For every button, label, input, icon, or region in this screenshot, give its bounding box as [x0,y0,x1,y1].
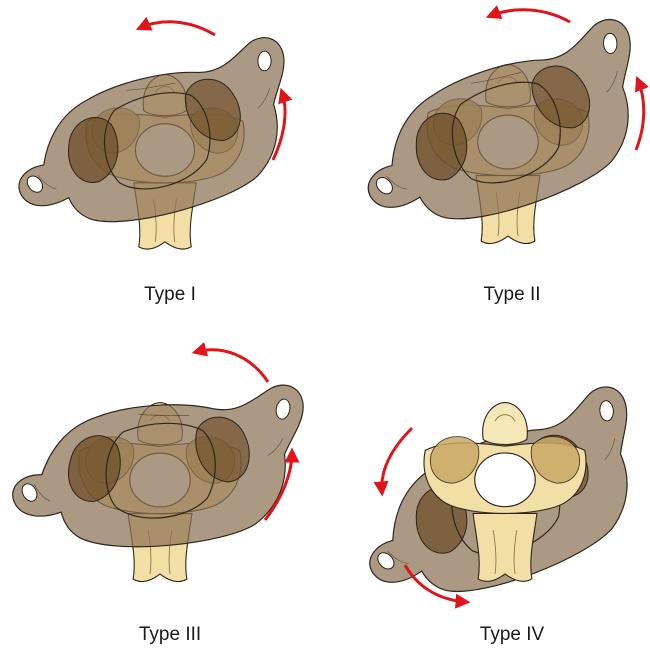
rotation-arrow-2b [636,80,644,150]
rotation-arrow-2a [490,10,570,22]
rotation-arrow-4a [382,428,412,492]
rotation-arrow-3a [196,350,268,382]
panel-type-3 [6,384,315,597]
caption-type-3: Type III [90,624,250,646]
caption-type-4: Type IV [432,624,592,646]
caption-type-2: Type II [432,284,592,306]
panel-type-2 [337,3,650,304]
panel-type-1 [0,27,327,298]
panel-type-4 [324,338,650,649]
rotation-arrow-1a [140,22,215,35]
caption-type-1: Type I [90,284,250,306]
